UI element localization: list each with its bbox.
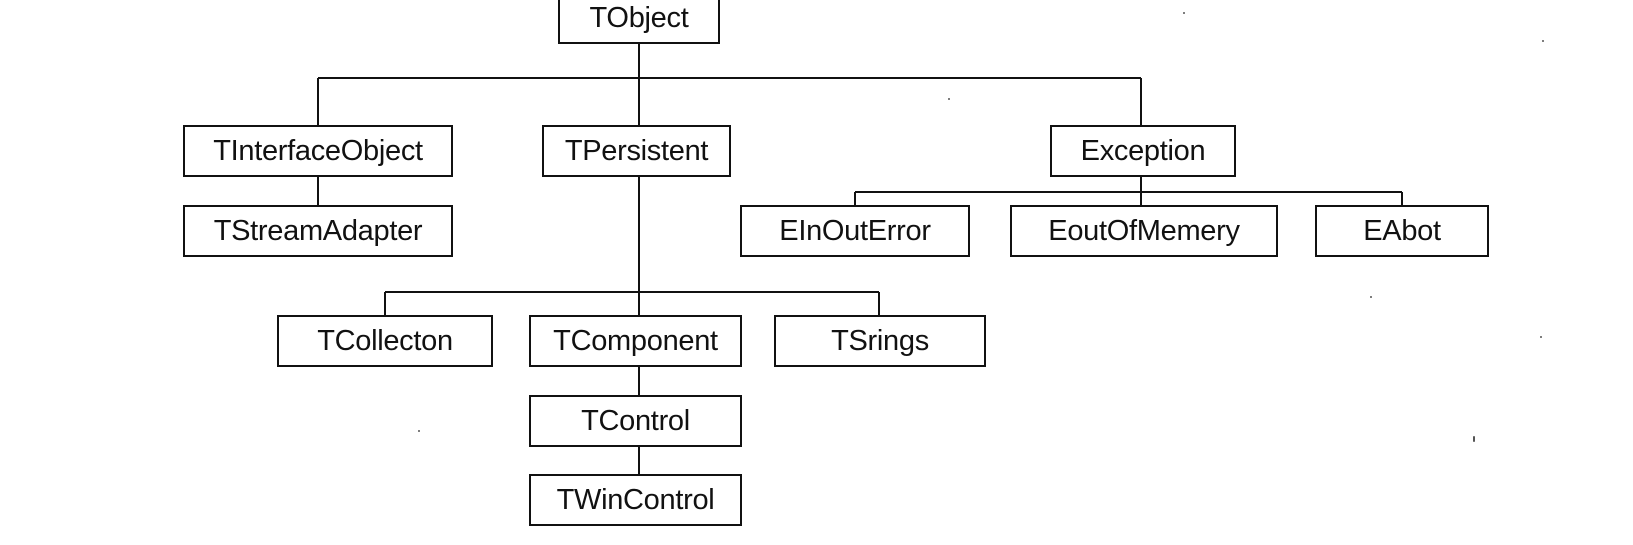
scan-speck <box>418 430 420 432</box>
scan-speck <box>1542 40 1544 42</box>
scan-speck <box>1540 336 1542 338</box>
node-tsrings: TSrings <box>774 315 986 367</box>
node-tcomponent: TComponent <box>529 315 742 367</box>
node-twincontrol: TWinControl <box>529 474 742 526</box>
node-eabot: EAbot <box>1315 205 1489 257</box>
scan-speck <box>1370 296 1372 298</box>
scan-speck <box>1183 12 1185 14</box>
scan-speck <box>948 98 950 100</box>
node-eoutofmemery: EoutOfMemery <box>1010 205 1278 257</box>
node-einouterror: EInOutError <box>740 205 970 257</box>
scan-speck <box>1473 436 1475 442</box>
node-tobject: TObject <box>558 0 720 44</box>
node-tcollecton: TCollecton <box>277 315 493 367</box>
node-tstreamadapter: TStreamAdapter <box>183 205 453 257</box>
node-exception: Exception <box>1050 125 1236 177</box>
node-tpersistent: TPersistent <box>542 125 731 177</box>
node-tcontrol: TControl <box>529 395 742 447</box>
node-tinterfaceobject: TInterfaceObject <box>183 125 453 177</box>
